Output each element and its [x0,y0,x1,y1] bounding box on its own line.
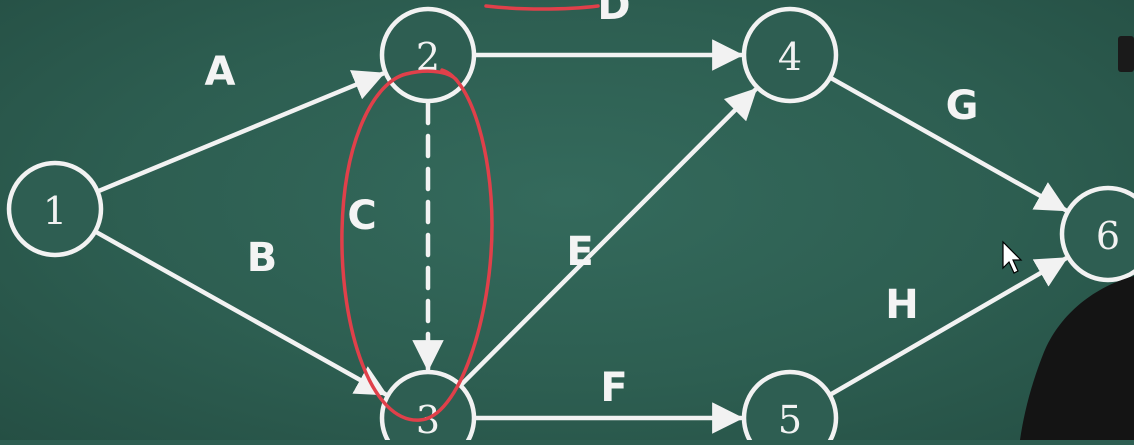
node-3: 3 [379,369,477,445]
node-circle [741,6,839,104]
node-circle [1059,185,1134,283]
node-4: 4 [741,6,839,104]
edge-label-b: B [247,235,278,281]
edge-label-h: H [885,282,918,328]
edge-label-e: E [566,229,593,275]
node-label: 5 [778,398,802,440]
edge-labels-layer: A B C D E F G H [205,0,979,411]
edge-label-a: A [205,49,236,95]
board-edge-marker [1118,36,1134,72]
edge-a-arrow [97,70,386,193]
edge-h-arrow [829,256,1068,397]
presenter-silhouette [1020,276,1134,440]
node-5: 5 [741,369,839,445]
node-label: 6 [1096,214,1120,258]
node-circle [379,369,477,445]
node-circle [741,369,839,445]
edge-label-f: F [600,365,627,411]
annotation-underline-d [484,4,600,11]
node-1: 1 [6,160,104,258]
node-2: 2 [379,6,477,104]
edge-label-c: C [347,193,376,239]
annotation-ellipse-around-c [340,68,494,422]
edges-layer [94,39,1068,434]
node-circle [6,160,104,258]
node-6: 6 [1059,185,1134,283]
nodes-layer: 1 2 3 4 5 6 [6,6,1134,445]
node-label: 1 [43,189,67,233]
edge-e-arrow [459,87,758,387]
mouse-pointer-icon [1002,240,1023,274]
edge-g-arrow [829,76,1068,213]
node-label: 4 [778,35,802,79]
edge-label-d: D [597,0,630,29]
edge-b-arrow [94,230,388,397]
node-circle [379,6,477,104]
edge-label-g: G [946,83,979,129]
